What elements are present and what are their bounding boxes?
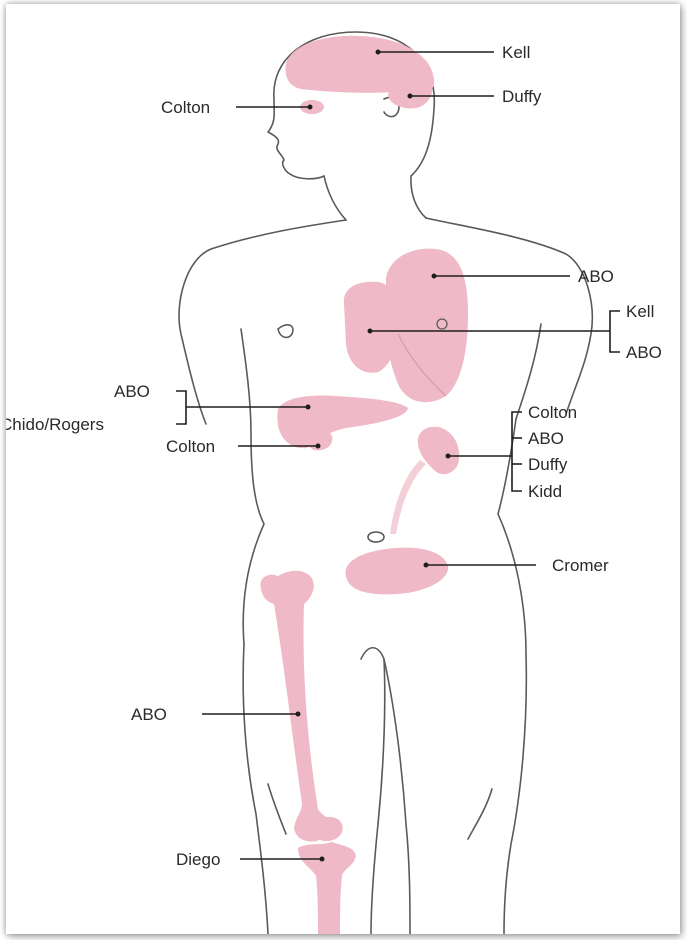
label-femur: ABO — [131, 705, 167, 724]
label-eye: Colton — [161, 98, 210, 117]
patella-shape — [318, 817, 342, 835]
label-cerebellum: Duffy — [502, 87, 542, 106]
kidney-shape — [418, 427, 459, 474]
label-kidney-4: Kidd — [528, 482, 562, 501]
label-heart-upper: ABO — [578, 267, 614, 286]
heart-shape — [386, 249, 468, 403]
cerebellum-shape — [388, 74, 433, 108]
label-kidney-2: ABO — [528, 429, 564, 448]
diagram-frame: Kell Duffy Colton ABO Kell ABO ABO Chido… — [6, 4, 680, 934]
lung-shape — [344, 282, 398, 373]
bladder-shape — [346, 548, 449, 595]
label-kidney-1: Colton — [528, 403, 577, 422]
label-liver-bracket-top: ABO — [114, 382, 150, 401]
labels: Kell Duffy Colton ABO Kell ABO ABO Chido… — [6, 43, 662, 869]
label-heart-bracket-bottom: ABO — [626, 343, 662, 362]
organs — [260, 36, 468, 934]
label-liver-bracket-bottom: Chido/Rogers — [6, 415, 104, 434]
ureter-shape — [390, 460, 426, 534]
label-gallbladder: Colton — [166, 437, 215, 456]
label-heart-bracket-top: Kell — [626, 302, 654, 321]
body-diagram: Kell Duffy Colton ABO Kell ABO ABO Chido… — [6, 4, 680, 934]
label-bladder: Cromer — [552, 556, 609, 575]
label-brain: Kell — [502, 43, 530, 62]
label-tibia: Diego — [176, 850, 220, 869]
tibia-shape — [298, 842, 356, 934]
liver-shape — [277, 396, 408, 449]
label-kidney-3: Duffy — [528, 455, 568, 474]
